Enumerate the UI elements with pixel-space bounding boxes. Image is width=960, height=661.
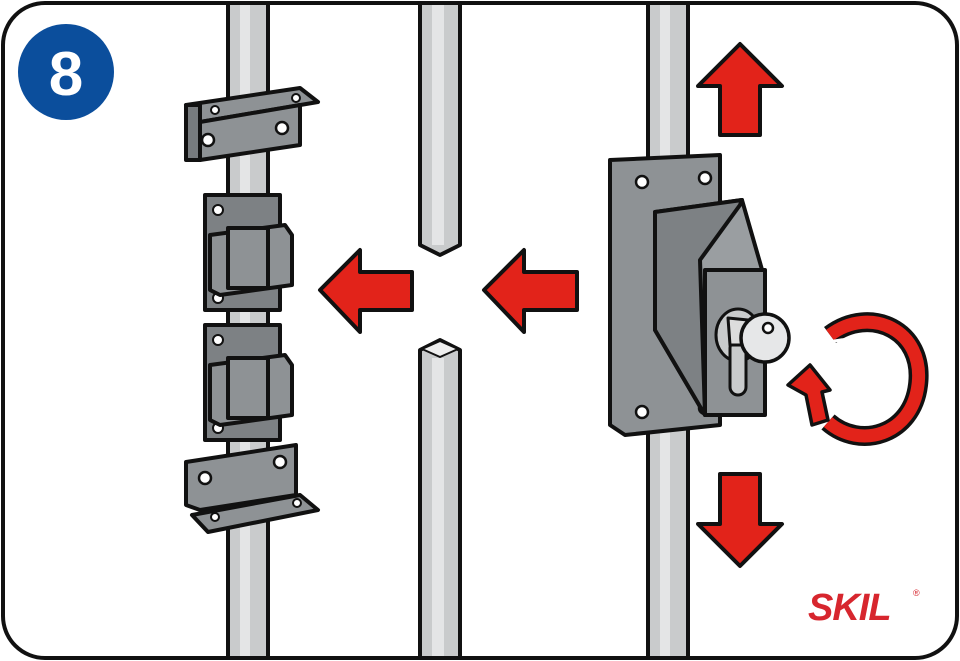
arrow-left-icon bbox=[318, 248, 414, 334]
arrow-up-icon bbox=[696, 42, 784, 137]
bottom-guide-bracket bbox=[184, 443, 320, 534]
arrow-down-icon bbox=[696, 472, 784, 568]
lower-rod-guide bbox=[203, 323, 294, 442]
key[interactable] bbox=[726, 312, 791, 364]
registered-mark: ® bbox=[913, 588, 920, 598]
step-badge: 8 bbox=[18, 24, 114, 120]
arrow-left-icon bbox=[482, 248, 579, 334]
brand-logo-text: SKIL bbox=[808, 587, 891, 629]
skil-logo: SKIL ® bbox=[808, 587, 920, 629]
upper-rod-guide bbox=[203, 193, 294, 312]
rotate-clockwise-icon bbox=[786, 312, 929, 446]
middle-rod-top bbox=[418, 3, 462, 257]
top-guide-bracket bbox=[184, 86, 320, 162]
middle-rod-bottom bbox=[418, 338, 462, 658]
step-number: 8 bbox=[49, 40, 83, 109]
